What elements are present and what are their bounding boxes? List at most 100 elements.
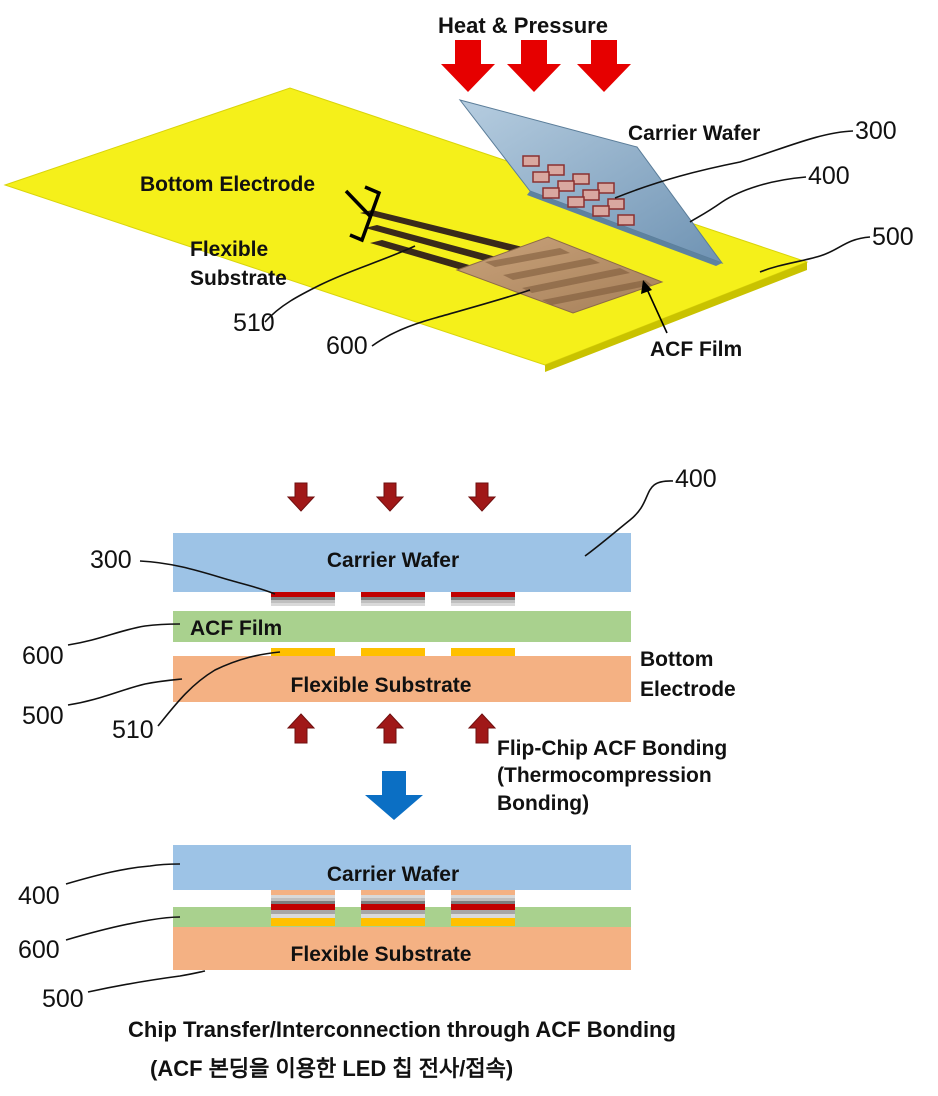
bonded-chip [361, 890, 425, 926]
leader-line-600 [66, 917, 180, 940]
bonded-chip [451, 890, 515, 926]
led-chip [608, 199, 624, 209]
bonding-label-line3: Bonding) [497, 792, 589, 815]
dark-red-up-arrow-icon [288, 714, 314, 743]
caption-line2: (ACF 본딩을 이용한 LED 칩 전사/접속) [150, 1056, 513, 1081]
chip-red-layer [451, 592, 515, 597]
leader-line-400 [690, 177, 806, 222]
leader-line-500 [68, 679, 182, 705]
carrier-wafer-label: Carrier Wafer [628, 122, 760, 145]
bottom-electrode-label-line2: Electrode [640, 678, 736, 701]
red-down-arrow-icon [577, 40, 631, 92]
chip-grey-layer [271, 910, 335, 914]
heat-pressure-arrows [441, 40, 631, 92]
ref-510: 510 [233, 309, 275, 337]
chip-top-layer [271, 890, 335, 895]
led-chip [593, 206, 609, 216]
chip-light-layer [361, 895, 425, 898]
chip-light-layer [361, 603, 425, 606]
led-chip [583, 190, 599, 200]
led-chips-row [271, 592, 515, 606]
chip-dark-layer [361, 597, 425, 600]
chip-light-layer [451, 603, 515, 606]
chip-dark-layer [361, 901, 425, 904]
led-chip [558, 181, 574, 191]
chip-top-layer [451, 890, 515, 895]
ref-400: 400 [675, 465, 717, 493]
bottom-electrodes [271, 648, 515, 656]
leader-line-600 [68, 624, 180, 645]
ref-500: 500 [22, 702, 64, 730]
dark-red-up-arrow-icon [469, 714, 495, 743]
chip-light-layer [271, 603, 335, 606]
middle-cross-section: Carrier Wafer ACF Film [22, 465, 736, 815]
electrode-pad [271, 648, 335, 656]
led-chip [361, 592, 425, 606]
chip-grey-layer [361, 600, 425, 603]
led-chip [523, 156, 539, 166]
chip-grey-layer [271, 898, 335, 901]
electrode-pad [361, 918, 425, 926]
chip-red-layer [361, 904, 425, 910]
chip-grey-layer [361, 898, 425, 901]
led-chip [618, 215, 634, 225]
heat-pressure-label: Heat & Pressure [438, 13, 608, 38]
led-chip [573, 174, 589, 184]
led-chip [451, 592, 515, 606]
ref-500: 500 [42, 985, 84, 1013]
chip-grey-layer [451, 910, 515, 914]
chip-dark-layer [451, 901, 515, 904]
flexible-substrate-label: Flexible Substrate [291, 674, 472, 697]
chip-top-layer [361, 890, 425, 895]
red-down-arrow-icon [507, 40, 561, 92]
top-3d-illustration: Heat & Pressure [5, 13, 914, 372]
bottom-electrode-label-line1: Bottom [640, 648, 713, 671]
dark-red-up-arrow-icon [377, 714, 403, 743]
bottom-press-arrows [288, 714, 495, 743]
flexible-label-line1: Flexible [190, 238, 268, 261]
electrode-pad [451, 918, 515, 926]
ref-300: 300 [90, 546, 132, 574]
chip-light-layer [271, 895, 335, 898]
ref-300: 300 [855, 117, 897, 145]
dark-red-down-arrow-icon [469, 483, 495, 511]
chip-grey-layer [361, 910, 425, 914]
ref-600: 600 [22, 642, 64, 670]
dark-red-down-arrow-icon [288, 483, 314, 511]
chip-dark-layer [451, 597, 515, 600]
ref-400: 400 [808, 162, 850, 190]
led-chip [548, 165, 564, 175]
ref-600: 600 [326, 332, 368, 360]
led-chip [271, 592, 335, 606]
chip-grey-layer [451, 898, 515, 901]
electrode-pad [271, 918, 335, 926]
caption-line1: Chip Transfer/Interconnection through AC… [128, 1017, 676, 1042]
carrier-wafer-label: Carrier Wafer [327, 863, 459, 886]
chip-red-layer [271, 592, 335, 597]
electrode-pad [451, 648, 515, 656]
chip-light-layer [361, 914, 425, 918]
chip-light-layer [271, 914, 335, 918]
ref-500: 500 [872, 223, 914, 251]
bonded-chip [271, 890, 335, 926]
chip-red-layer [271, 904, 335, 910]
ref-400: 400 [18, 882, 60, 910]
chip-grey-layer [451, 600, 515, 603]
led-chip [598, 183, 614, 193]
bonding-label-line1: Flip-Chip ACF Bonding [497, 737, 727, 760]
acf-film-label: ACF Film [650, 338, 742, 361]
flexible-label-line2: Substrate [190, 267, 287, 290]
chip-light-layer [451, 914, 515, 918]
flexible-substrate-label: Flexible Substrate [291, 943, 472, 966]
blue-down-arrow-icon [365, 771, 423, 820]
chip-grey-layer [271, 600, 335, 603]
ref-510: 510 [112, 716, 154, 744]
led-chip [533, 172, 549, 182]
chip-red-layer [361, 592, 425, 597]
leader-line-400 [66, 864, 180, 884]
chip-light-layer [451, 895, 515, 898]
chip-red-layer [451, 904, 515, 910]
electrode-pad [361, 648, 425, 656]
led-chip [568, 197, 584, 207]
